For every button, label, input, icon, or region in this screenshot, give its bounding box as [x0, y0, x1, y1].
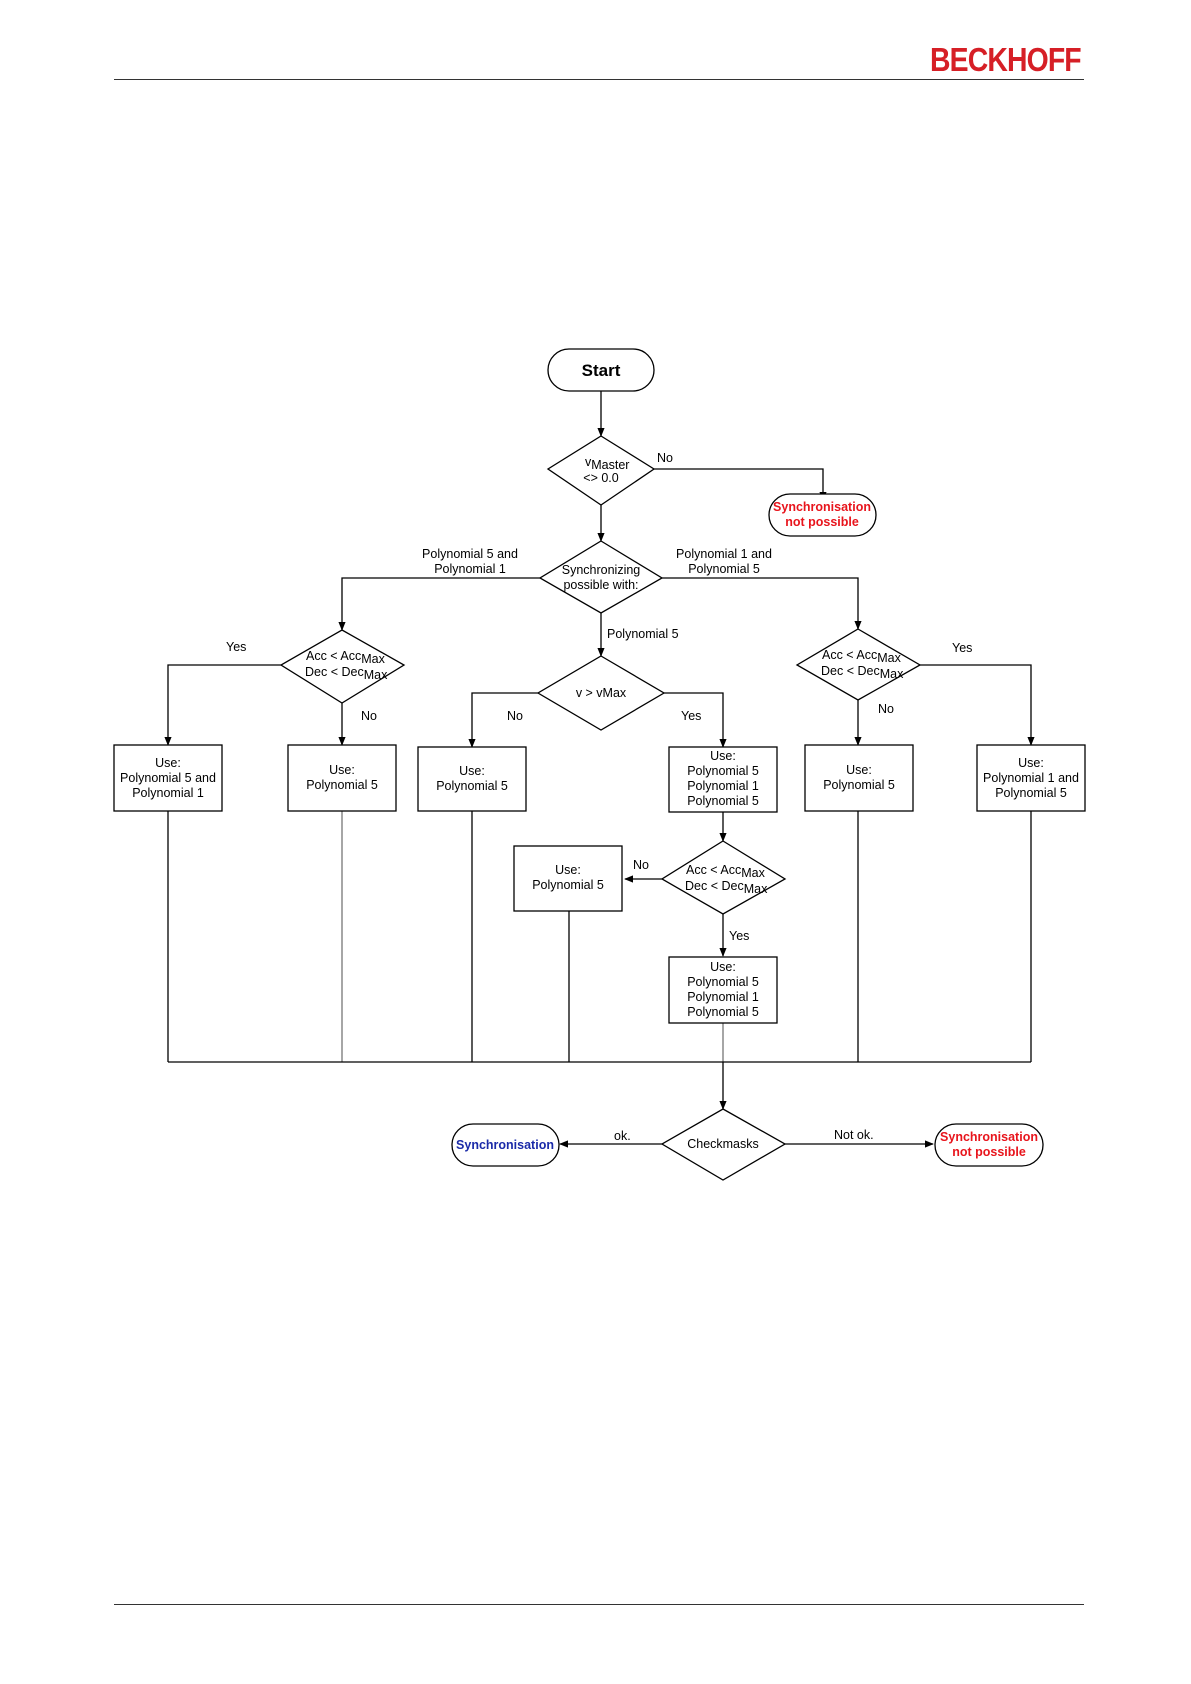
sync-not-possible-bottom-line1: Synchronisation [940, 1130, 1038, 1144]
svg-text:Polynomial 1: Polynomial 1 [687, 990, 759, 1004]
checkmasks-decision: Checkmasks [660, 1108, 787, 1181]
use-box-bottom: Use: Polynomial 5 Polynomial 1 Polynomia… [668, 956, 778, 1024]
svg-text:Use:: Use: [155, 756, 181, 770]
svg-text:Polynomial 5: Polynomial 5 [687, 1005, 759, 1019]
svg-text:Use:: Use: [846, 763, 872, 777]
svg-text:Polynomial 1 and: Polynomial 1 and [983, 771, 1079, 785]
sync-decision-line1: Synchronizing [562, 563, 641, 577]
label-right-no: No [878, 702, 894, 716]
svg-text:Polynomial 1: Polynomial 1 [132, 786, 204, 800]
svg-text:Acc < AccMax: Acc < AccMax [686, 863, 766, 880]
arrow-sync-left [338, 577, 540, 631]
vmax-label: v > vMax [576, 686, 627, 700]
start-label: Start [582, 361, 621, 380]
label-ok: ok. [614, 1129, 631, 1143]
svg-text:Polynomial 5: Polynomial 5 [687, 794, 759, 808]
svg-text:Dec < DecMax: Dec < DecMax [821, 664, 904, 681]
checkmasks-label: Checkmasks [687, 1137, 759, 1151]
branch-left-line2: Polynomial 1 [434, 562, 506, 576]
svg-text:Acc < AccMax: Acc < AccMax [306, 649, 386, 666]
svg-text:Polynomial 5: Polynomial 5 [823, 778, 895, 792]
acc-decision-right: Acc < AccMax Dec < DecMax [795, 628, 922, 701]
use-box-mid-left: Use: Polynomial 5 [417, 746, 527, 812]
vmax-decision: v > vMax [536, 655, 666, 731]
label-acc-mid-yes: Yes [729, 929, 749, 943]
start-terminal: Start [547, 348, 655, 392]
svg-text:Polynomial 5: Polynomial 5 [532, 878, 604, 892]
arrow-vmax-no [468, 692, 538, 748]
branch-right-line1: Polynomial 1 and [676, 547, 772, 561]
label-acc-mid-no: No [633, 858, 649, 872]
vmaster-label: vMaster [585, 455, 629, 472]
arrow-left-yes [164, 664, 281, 746]
beckhoff-logo: BECKHOFF [930, 41, 1082, 78]
sync-not-possible-bottom: Synchronisation not possible [934, 1123, 1044, 1167]
svg-text:Use:: Use: [710, 960, 736, 974]
sync-not-possible-top-line1: Synchronisation [773, 500, 871, 514]
use-box-left-inner: Use: Polynomial 5 [287, 744, 397, 812]
acc-decision-middle: Acc < AccMax Dec < DecMax [660, 840, 787, 915]
vmaster-decision: vMaster <> 0.0 [546, 435, 656, 506]
sync-not-possible-bottom-line2: not possible [952, 1145, 1026, 1159]
svg-text:Acc < AccMax: Acc < AccMax [822, 648, 902, 665]
branch-middle-label: Polynomial 5 [607, 627, 679, 641]
use-box-right-inner: Use: Polynomial 5 [804, 744, 914, 812]
svg-text:Polynomial 5: Polynomial 5 [687, 764, 759, 778]
svg-text:Polynomial 5: Polynomial 5 [687, 975, 759, 989]
sync-decision-line2: possible with: [563, 578, 638, 592]
svg-text:Polynomial 5 and: Polynomial 5 and [120, 771, 216, 785]
sync-success-label: Synchronisation [456, 1138, 554, 1152]
label-not-ok: Not ok. [834, 1128, 874, 1142]
svg-text:Polynomial 5: Polynomial 5 [306, 778, 378, 792]
connectors [164, 391, 1035, 1148]
label-vmaster-no: No [657, 451, 673, 465]
svg-text:Polynomial 5: Polynomial 5 [436, 779, 508, 793]
svg-text:Use:: Use: [555, 863, 581, 877]
use-box-mid-right: Use: Polynomial 5 Polynomial 1 Polynomia… [668, 746, 778, 813]
svg-text:Polynomial 1: Polynomial 1 [687, 779, 759, 793]
svg-text:Dec < DecMax: Dec < DecMax [685, 879, 768, 896]
use-box-left-outer: Use: Polynomial 5 and Polynomial 1 [113, 744, 223, 812]
vmaster-condition: <> 0.0 [583, 471, 618, 485]
svg-text:Use:: Use: [459, 764, 485, 778]
svg-text:Polynomial 5: Polynomial 5 [995, 786, 1067, 800]
svg-text:Use:: Use: [1018, 756, 1044, 770]
label-left-no: No [361, 709, 377, 723]
acc-decision-left: Acc < AccMax Dec < DecMax [279, 629, 406, 704]
arrow-right-yes [920, 664, 1035, 746]
sync-success-terminal: Synchronisation [451, 1123, 560, 1167]
svg-text:Use:: Use: [329, 763, 355, 777]
arrow-sync-right [662, 577, 862, 630]
footer-rule [114, 1604, 1084, 1605]
label-vmax-yes: Yes [681, 709, 701, 723]
label-vmax-no: No [507, 709, 523, 723]
header-rule [114, 79, 1084, 80]
sync-not-possible-top-line2: not possible [785, 515, 859, 529]
svg-text:Use:: Use: [710, 749, 736, 763]
use-box-low-left: Use: Polynomial 5 [513, 845, 623, 912]
branch-right-line2: Polynomial 5 [688, 562, 760, 576]
sync-not-possible-top: Synchronisation not possible [768, 493, 877, 537]
branch-left-line1: Polynomial 5 and [422, 547, 518, 561]
svg-text:Dec < DecMax: Dec < DecMax [305, 665, 388, 682]
label-left-yes: Yes [226, 640, 246, 654]
use-box-right-outer: Use: Polynomial 1 and Polynomial 5 [976, 744, 1086, 812]
arrow-vmaster-no [654, 468, 827, 501]
label-right-yes: Yes [952, 641, 972, 655]
arrow-vmax-yes [664, 692, 727, 748]
sync-decision: Synchronizing possible with: [538, 540, 664, 614]
